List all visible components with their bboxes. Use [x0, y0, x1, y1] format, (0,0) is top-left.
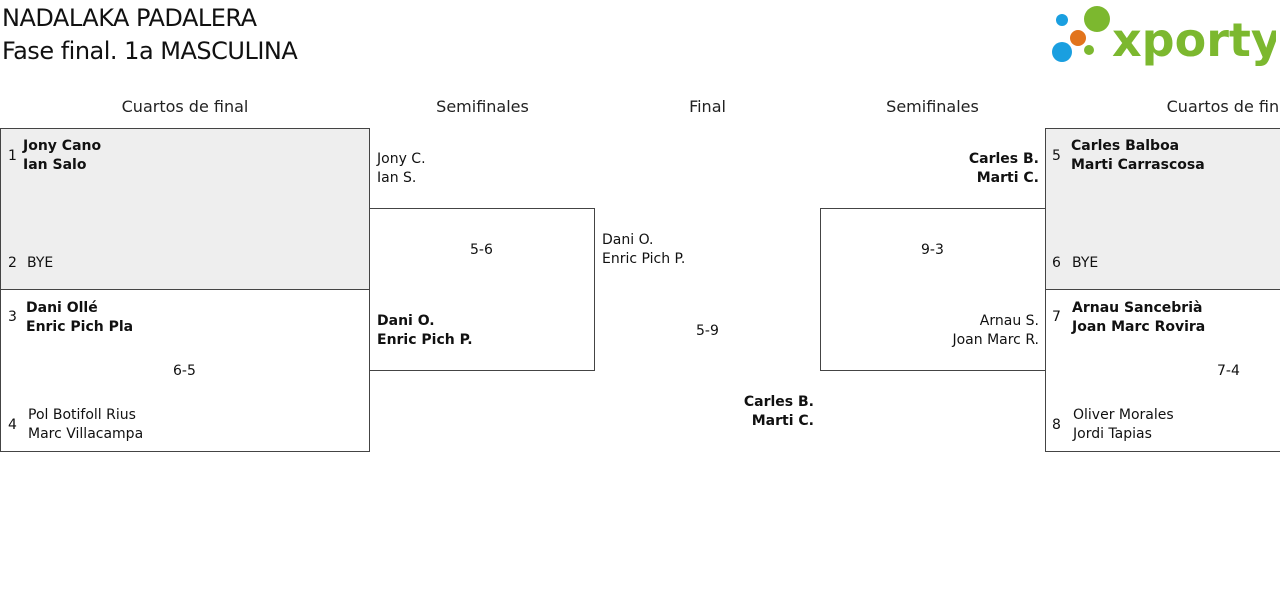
xporty-logo-icon: xporty — [1052, 6, 1280, 67]
team-player: Enric Pich P. — [602, 251, 686, 267]
team-player: Dani O. — [377, 313, 435, 329]
xporty-logo[interactable]: xporty — [1050, 4, 1280, 67]
team-player: Jony Cano — [23, 138, 102, 154]
match-score: 9-3 — [921, 242, 944, 258]
team-player: Ian S. — [377, 170, 417, 186]
round-header-qf-left: Cuartos de final — [121, 97, 249, 116]
seed-number: 1 — [8, 148, 17, 164]
team-player: Marti C. — [751, 413, 814, 429]
seed-number: 8 — [1052, 417, 1061, 433]
match-score: 5-6 — [470, 242, 493, 258]
team-player: Enric Pich P. — [377, 332, 473, 348]
final-score: 5-9 — [696, 323, 719, 339]
team-player: Carles B. — [968, 151, 1039, 167]
team-player: Jony C. — [377, 151, 426, 167]
seed-number: 7 — [1052, 309, 1061, 325]
team-player: Dani Ollé — [26, 300, 98, 316]
qf-match-4[interactable] — [1045, 289, 1280, 452]
team-player: Arnau Sancebrià — [1072, 300, 1203, 316]
round-header-final: Final — [689, 97, 726, 116]
seed-number: 4 — [8, 417, 17, 433]
team-player: Carles Balboa — [1071, 138, 1180, 154]
bye-label: BYE — [27, 255, 54, 271]
team-player: Marti C. — [976, 170, 1039, 186]
match-score: 6-5 — [173, 363, 196, 379]
match-score: 7-4 — [1217, 363, 1240, 379]
seed-number: 3 — [8, 309, 17, 325]
event-title: NADALAKA PADALERA — [2, 4, 257, 32]
bye-label: BYE — [1072, 255, 1099, 271]
phase-title: Fase final. 1a MASCULINA — [2, 37, 298, 65]
team-player: Jordi Tapias — [1073, 426, 1152, 442]
team-player: Marti Carrascosa — [1071, 157, 1205, 173]
seed-number: 2 — [8, 255, 17, 271]
team-player: Arnau S. — [979, 313, 1039, 329]
sf-match-left[interactable] — [369, 208, 595, 371]
team-player: Dani O. — [602, 232, 654, 248]
team-player: Joan Marc Rovira — [1072, 319, 1206, 335]
team-player: Marc Villacampa — [28, 426, 144, 442]
team-player: Enric Pich Pla — [26, 319, 134, 335]
team-player: Oliver Morales — [1073, 407, 1174, 423]
round-header-sf-right: Semifinales — [886, 97, 979, 116]
seed-number: 5 — [1052, 148, 1061, 164]
logo-text: xporty — [1112, 13, 1276, 66]
round-header-sf-left: Semifinales — [436, 97, 529, 116]
round-header-qf-right: Cuartos de final — [1166, 97, 1280, 116]
team-player: Carles B. — [743, 394, 814, 410]
team-player: Pol Botifoll Rius — [28, 407, 136, 423]
team-player: Joan Marc R. — [952, 332, 1039, 348]
seed-number: 6 — [1052, 255, 1061, 271]
team-player: Ian Salo — [23, 157, 87, 173]
qf-match-3[interactable] — [1045, 128, 1280, 290]
qf-match-1[interactable] — [0, 128, 370, 290]
